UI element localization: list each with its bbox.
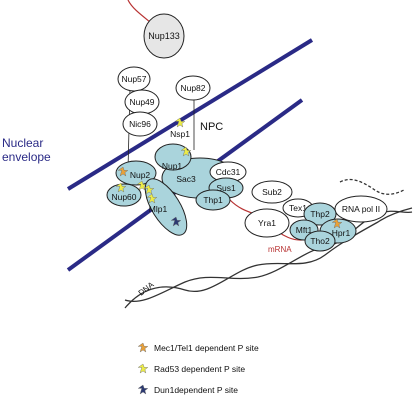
nic96-label: Nic96 [129, 119, 151, 129]
tex1-label: Tex1 [289, 203, 307, 213]
star-orange-icon [137, 342, 149, 353]
star-navy-icon [137, 384, 149, 395]
nuclear-envelope-label-2: envelope [2, 150, 51, 164]
sac3-label: Sac3 [176, 174, 196, 184]
tho2-node [304, 230, 336, 252]
thp2-node [303, 202, 337, 226]
dna-label: DNA [137, 280, 156, 298]
cdc31-label: Cdc31 [216, 167, 241, 177]
star-yellow-icon [137, 363, 149, 374]
nup2-label: Nup2 [130, 170, 151, 180]
nup133-label: Nup133 [148, 31, 180, 41]
sus1-label: Sus1 [216, 183, 236, 193]
nup60-node [106, 183, 142, 207]
nup49-label: Nup49 [129, 97, 154, 107]
hpr1-label: Hpr1 [332, 228, 351, 238]
legend-rad53-text: Rad53 dependent P site [154, 364, 245, 374]
nup82-label: Nup82 [180, 83, 205, 93]
nup82-node [175, 75, 211, 101]
rnapol-node [334, 195, 388, 223]
nup133-node [143, 13, 185, 59]
thp2-label: Thp2 [310, 209, 330, 219]
npc-label: NPC [200, 121, 223, 133]
sub2-label: Sub2 [262, 187, 282, 197]
thp1-node [195, 189, 231, 211]
legend: Mec1/Tel1 dependent P site Rad53 depende… [137, 342, 259, 395]
nup1-label: Nup1 [162, 161, 183, 171]
rnapol-label: RNA pol II [342, 204, 380, 214]
mlp1-label: Mlp1 [149, 204, 168, 214]
nup57-label: Nup57 [121, 74, 146, 84]
legend-mec1-text: Mec1/Tel1 dependent P site [154, 343, 259, 353]
yra1-node [244, 208, 290, 238]
mft1-label: Mft1 [296, 225, 313, 235]
tho2-label: Tho2 [310, 236, 330, 246]
nsp1-label: Nsp1 [170, 129, 190, 139]
sub2-node [251, 180, 293, 204]
thp1-label: Thp1 [203, 195, 223, 205]
nic96-node [122, 111, 158, 137]
nuclear-envelope-label-1: Nuclear [2, 136, 43, 150]
yra1-label: Yra1 [258, 218, 276, 228]
mrna-label: mRNA [268, 245, 292, 254]
nup60-label: Nup60 [111, 192, 136, 202]
envelope-outer-membrane [66, 38, 314, 191]
nup2-node [115, 160, 157, 186]
legend-dun1-text: Dun1dependent P site [154, 385, 238, 395]
